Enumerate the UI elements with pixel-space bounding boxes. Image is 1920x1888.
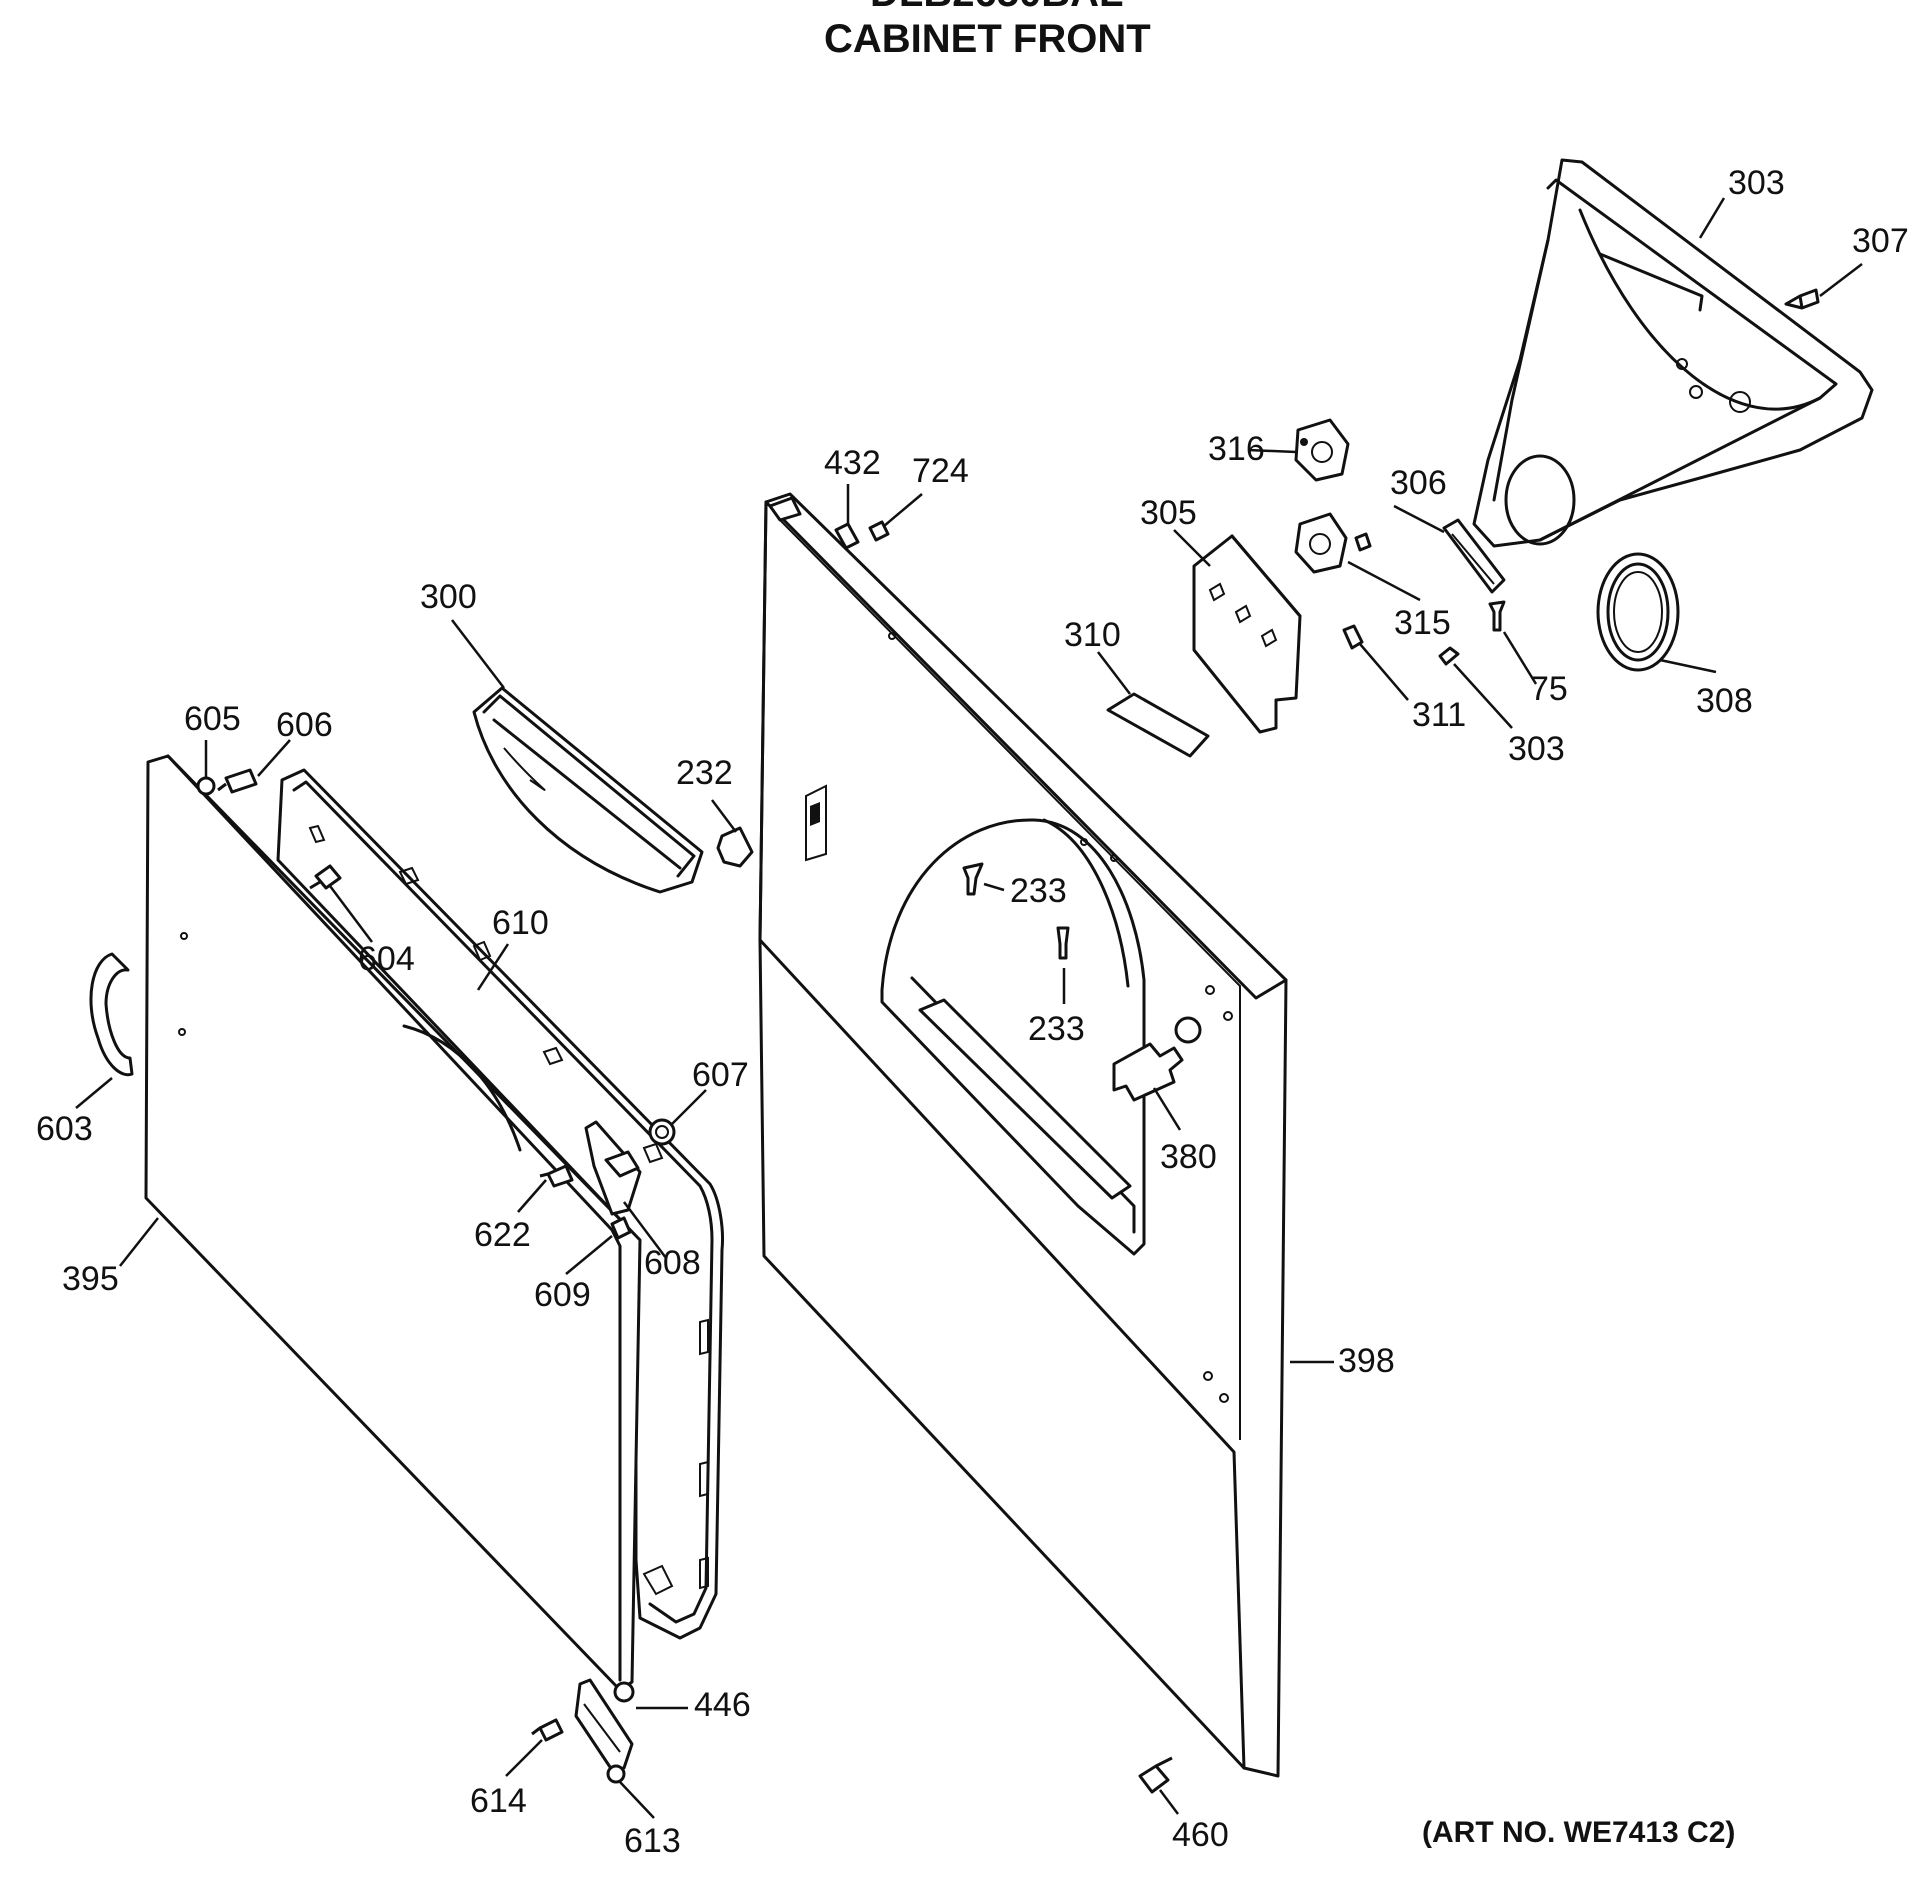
callout-395: 395 — [62, 1260, 119, 1298]
callout-605: 605 — [184, 700, 241, 738]
part-307-control-panel-bracket — [1472, 158, 1874, 548]
part-306-bracket — [1442, 518, 1506, 594]
part-233-screw-b — [1056, 926, 1070, 960]
callout-300: 300 — [420, 578, 477, 616]
callout-610: 610 — [492, 904, 549, 942]
part-303-screw-upper — [1784, 288, 1820, 310]
part-605-nut — [196, 776, 216, 796]
part-604-screw — [309, 864, 342, 890]
callout-labels: 303 307 316 306 305 315 75 311 303 308 3… — [36, 164, 1909, 1860]
callout-432: 432 — [824, 444, 881, 482]
callout-233-a: 233 — [1010, 872, 1067, 910]
part-609-clip — [610, 1216, 632, 1240]
part-446-bumper — [613, 1681, 635, 1703]
callout-604: 604 — [358, 940, 415, 978]
part-432-clip — [834, 522, 860, 550]
part-607-bumper — [648, 1118, 676, 1146]
part-622-screw — [539, 1164, 574, 1188]
callout-233-b: 233 — [1028, 1010, 1085, 1048]
callout-603: 603 — [36, 1110, 93, 1148]
part-316-thermostat — [1294, 418, 1350, 482]
callout-311: 311 — [1412, 696, 1466, 734]
part-308-drum-bearing-ring — [1596, 552, 1680, 672]
part-613-hinge — [574, 1678, 634, 1784]
callout-614: 614 — [470, 1782, 527, 1820]
part-610-door-liner — [276, 768, 724, 1640]
part-303-screw-lower — [1438, 646, 1460, 666]
callout-608: 608 — [644, 1244, 701, 1282]
callout-303-lower: 303 — [1508, 730, 1565, 768]
callout-315: 315 — [1394, 604, 1451, 642]
part-380-door-switch — [1112, 1016, 1202, 1102]
part-606-screw — [217, 768, 258, 794]
callout-380: 380 — [1160, 1138, 1217, 1176]
callout-607: 607 — [692, 1056, 749, 1094]
part-724-screw — [868, 520, 890, 542]
callout-724: 724 — [912, 452, 969, 490]
part-614-screw — [531, 1718, 564, 1742]
callout-305: 305 — [1140, 494, 1197, 532]
part-232-clip — [716, 826, 754, 868]
part-395-door-panel — [144, 754, 642, 1692]
callout-308: 308 — [1696, 682, 1753, 720]
part-608-door-latch — [584, 1120, 642, 1216]
callout-316: 316 — [1208, 430, 1265, 468]
callout-609: 609 — [534, 1276, 591, 1314]
part-75-screw — [1488, 600, 1506, 632]
page-title: CABINET FRONT — [824, 17, 1151, 61]
part-398-front-panel — [758, 492, 1288, 1778]
part-305-heater-cover-plate — [1192, 534, 1302, 734]
callout-622: 622 — [474, 1216, 531, 1254]
callout-310: 310 — [1064, 616, 1121, 654]
callout-306: 306 — [1390, 464, 1447, 502]
part-300-lint-duct — [472, 686, 704, 894]
part-310-strip — [1106, 692, 1210, 758]
leader-lines — [75, 197, 1863, 1819]
callout-613: 613 — [624, 1822, 681, 1860]
model-number-cropped: DLB2650BAL — [870, 0, 1123, 15]
callout-606: 606 — [276, 706, 333, 744]
callout-307: 303 — [1728, 164, 1785, 202]
part-315-thermostat — [1294, 512, 1372, 574]
callout-446: 446 — [694, 1686, 751, 1724]
art-number: (ART NO. WE7413 C2) — [1422, 1816, 1735, 1849]
callout-398: 398 — [1338, 1342, 1395, 1380]
part-603-door-handle — [89, 952, 134, 1077]
part-311-clip — [1342, 624, 1364, 650]
callout-460: 460 — [1172, 1816, 1229, 1854]
callout-303: 307 — [1852, 222, 1909, 260]
part-233-screw-a — [962, 862, 984, 896]
callout-232: 232 — [676, 754, 733, 792]
callout-75: 75 — [1530, 670, 1568, 708]
part-460-screw — [1138, 1756, 1173, 1794]
